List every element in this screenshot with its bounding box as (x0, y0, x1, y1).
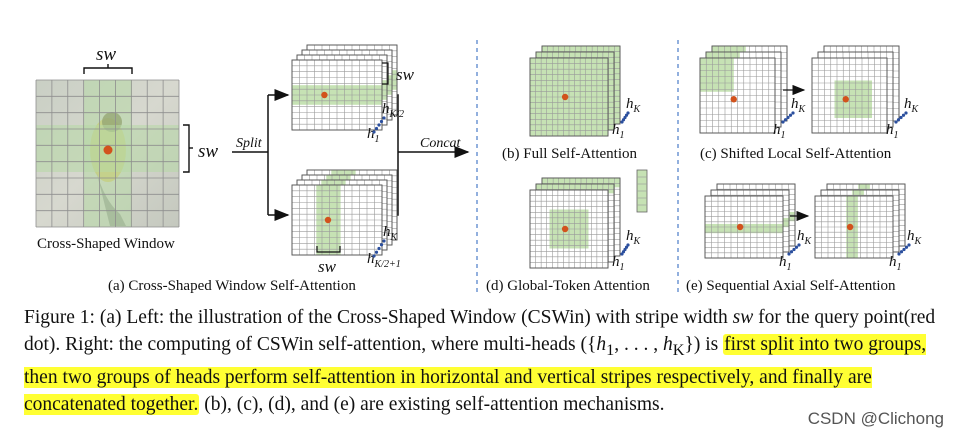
head-label-hk: hK (797, 228, 813, 247)
query-point-dot (103, 145, 113, 155)
head-label-hk: hK (904, 96, 920, 115)
head-label-hk: hK (626, 228, 642, 247)
head-label-h1: h1 (612, 122, 625, 141)
head-label-h1: h1 (612, 254, 625, 273)
global-token-grid (529, 169, 648, 269)
concat-label: Concat (420, 136, 462, 151)
caption-d: (d) Global-Token Attention (486, 278, 650, 294)
local-attention-grid (699, 45, 788, 134)
horizontal-stripe-heads (291, 44, 398, 131)
figure-diagram: sw sw Cross-Shaped Window Split Concat s… (35, 40, 923, 294)
axial-vertical-grid (814, 183, 906, 259)
head-label-h1: h1 (886, 122, 899, 141)
split-label: Split (236, 136, 263, 151)
sw-small-label: sw (396, 65, 415, 84)
figure-caption: Figure 1: (a) Left: the illustration of … (24, 307, 936, 415)
split-arrow: Split (232, 89, 290, 221)
head-label-h1: h1 (889, 254, 902, 273)
caption-c: (c) Shifted Local Self-Attention (700, 146, 892, 162)
head-label-hk: hK (907, 228, 923, 247)
caption-e: (e) Sequential Axial Self-Attention (686, 278, 896, 294)
axial-horizontal-grid (704, 183, 796, 259)
head-label-K2: hK/2 (382, 101, 404, 120)
vertical-stripe-heads (291, 169, 398, 256)
sw-bottom-label: sw (318, 257, 337, 276)
shifted-attention-grid (811, 45, 900, 134)
cross-shaped-window-label: Cross-Shaped Window (37, 236, 175, 252)
head-label-hk: hK (791, 96, 807, 115)
head-label-h1: h1 (773, 122, 786, 141)
sw-top-label: sw (96, 44, 116, 65)
head-label-hk: hK (626, 96, 642, 115)
head-label-h1: h1 (779, 254, 792, 273)
head-label-K21: hK/2+1 (367, 251, 401, 270)
sw-side-label: sw (198, 141, 218, 162)
cross-shaped-window-image: sw sw Cross-Shaped Window (35, 44, 218, 252)
full-attention-grid (529, 45, 621, 137)
caption-a: (a) Cross-Shaped Window Self-Attention (108, 278, 356, 294)
caption-b: (b) Full Self-Attention (502, 146, 637, 162)
head-label-1a: h1 (367, 126, 380, 145)
head-label-K: hK (383, 224, 399, 243)
watermark: CSDN @Clichong (807, 409, 944, 428)
